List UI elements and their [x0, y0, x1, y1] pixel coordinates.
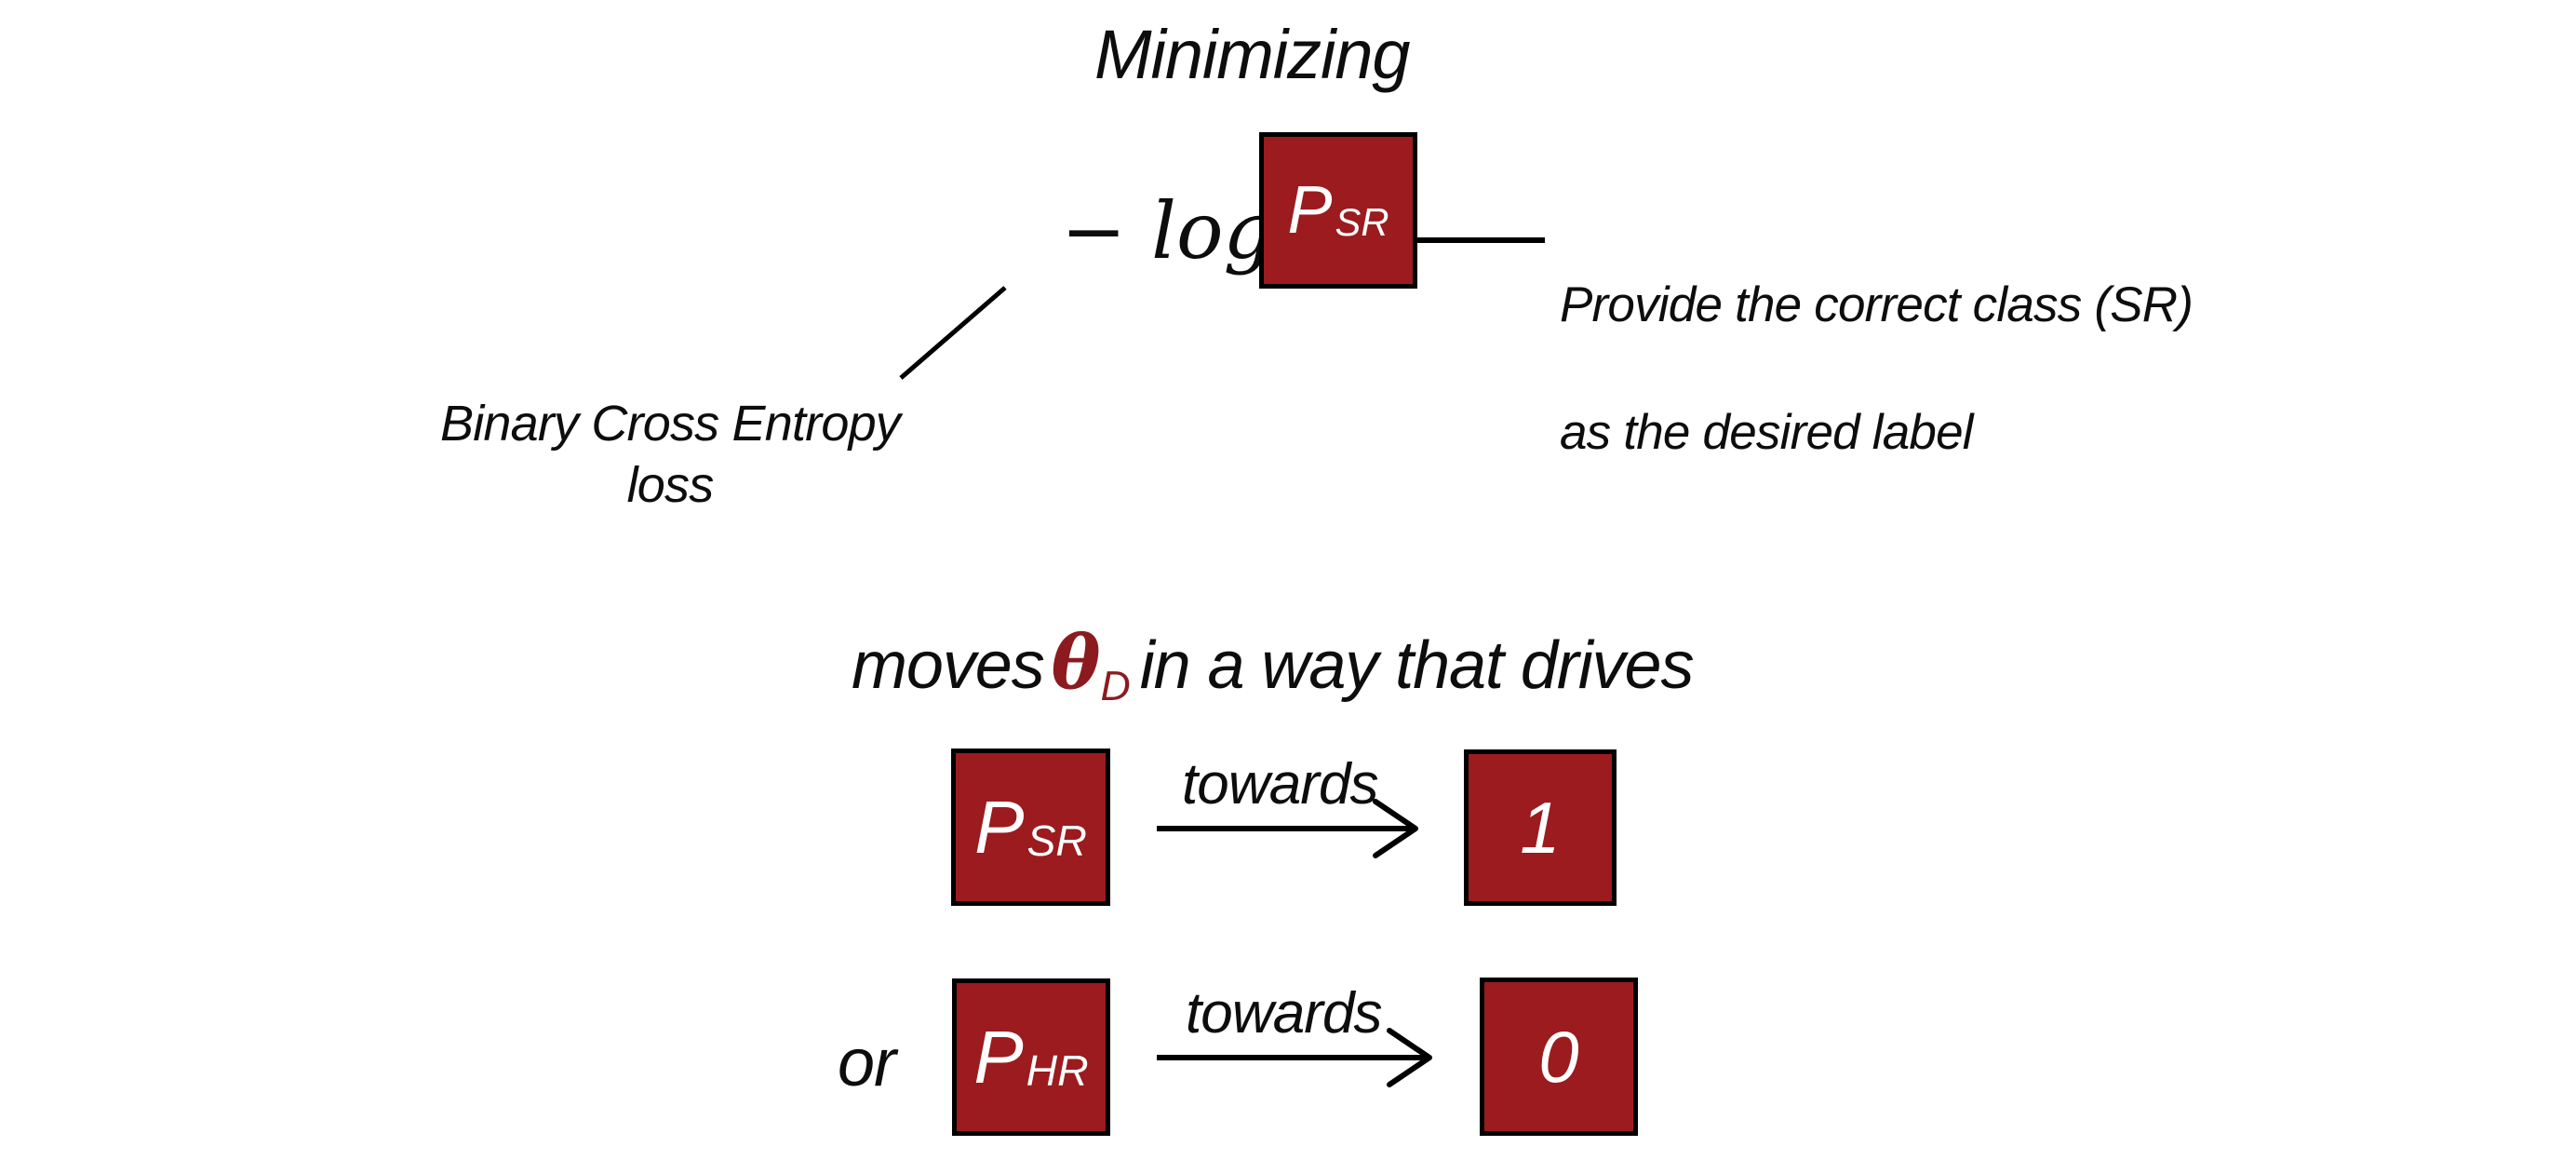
- bce-annotation: Binary Cross Entropy loss: [423, 394, 917, 517]
- slide-title: Minimizing: [1094, 16, 1411, 93]
- row1-psr-base: P: [974, 785, 1025, 869]
- arrow-row2: [1157, 1028, 1432, 1087]
- theta-subscript: D: [1100, 664, 1131, 710]
- row2-target-value: 0: [1538, 1015, 1579, 1098]
- moves-pre-text: moves: [852, 628, 1045, 703]
- moves-post-text: in a way that drives: [1139, 628, 1695, 703]
- arrow-row1: [1157, 799, 1418, 858]
- row1-towards-label: towards: [1182, 752, 1379, 816]
- correct-class-line2: as the desired label: [1560, 405, 1974, 461]
- correct-class-annotation: Provide the correct class (SR) as the de…: [1560, 210, 2194, 465]
- bce-line2: loss: [626, 456, 715, 513]
- equation-minus-log: − log: [1061, 185, 1274, 277]
- theta-symbol: θ: [1051, 619, 1101, 706]
- row2-phr-subscript: HR: [1026, 1046, 1089, 1096]
- row2-phr-base: P: [973, 1015, 1024, 1099]
- row2-or-label: or: [838, 1026, 896, 1100]
- row1-psr-subscript: SR: [1026, 816, 1087, 866]
- row1-target-value: 1: [1520, 786, 1561, 869]
- row2-target-box: 0: [1480, 978, 1638, 1136]
- row2-towards-label: towards: [1186, 981, 1383, 1045]
- row1-target-box: 1: [1464, 749, 1617, 906]
- equation-psr-subscript: SR: [1335, 200, 1389, 245]
- bce-pointer-line: [899, 286, 1007, 380]
- equation-psr-base: P: [1287, 173, 1333, 248]
- bce-line1: Binary Cross Entropy: [440, 396, 901, 452]
- correct-class-line1: Provide the correct class (SR): [1560, 277, 2194, 333]
